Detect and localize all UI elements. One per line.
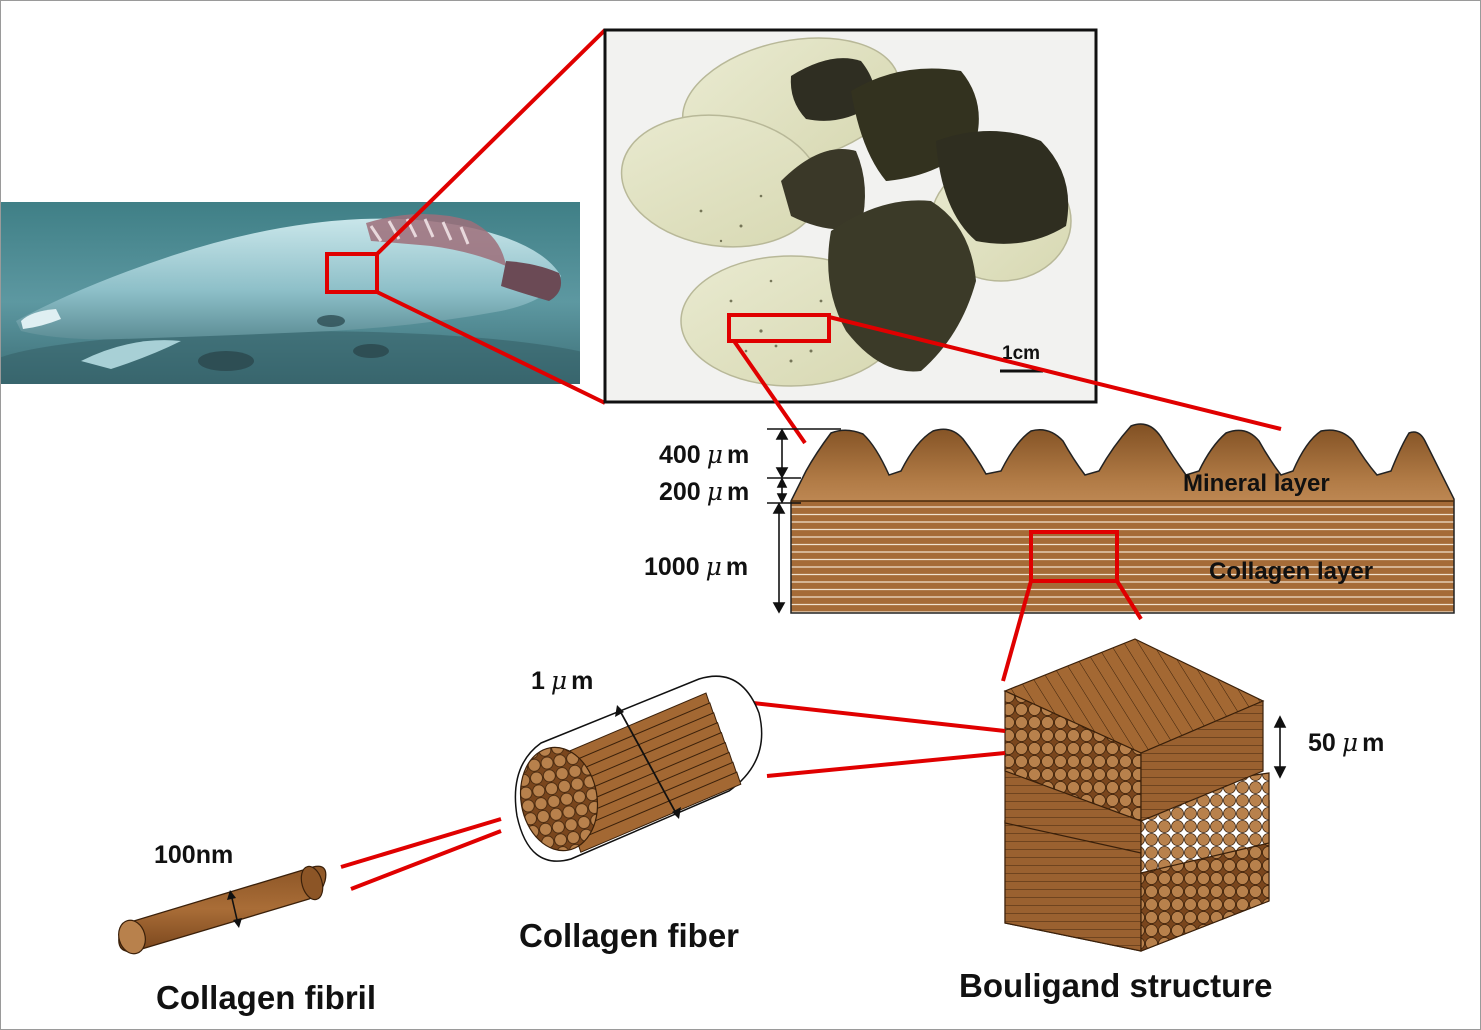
zoom-line-bouligand-top [752,701,1006,733]
zoom-line-fiber-bottom [350,829,502,891]
mineral-layer-label: Mineral layer [1183,470,1330,497]
zoom-line-bouligand-bottom [766,751,1006,778]
zoom-line-fish-top [375,28,607,256]
layer-dimension-arrows [767,428,841,614]
dim-50-arrow [1273,715,1287,779]
zoom-line-scale-left [732,339,807,445]
bouligand-label: Bouligand structure [959,967,1273,1004]
photo-scale-label: 1cm [1002,343,1040,364]
collagen-fibril-label: Collagen fibril [156,979,376,1016]
fish-photo [1,202,580,384]
layer-highlight-box [1029,530,1119,583]
zoom-line-layer-right [1115,579,1143,621]
scales-photo [605,30,1096,402]
svg-text:1μm: 1μm [531,666,593,695]
collagen-fiber-bundle [514,675,763,862]
zoom-line-fish-bottom [376,290,606,405]
fibril-diameter-label: 100nm [154,841,233,869]
fiber-fibril-strand [576,771,742,853]
collagen-fiber-label: Collagen fiber [519,917,739,954]
zoom-line-scale-right [828,315,1282,431]
collagen-fibril-rod [118,865,327,955]
collagen-layer-label: Collagen layer [1209,558,1373,585]
scale-highlight-box [727,313,831,343]
fish-highlight-box [325,252,379,294]
zoom-line-layer-left [1001,580,1033,682]
scales-photo-frame [603,28,1098,404]
scale-cross-section [790,423,1455,614]
zoom-line-fiber-top [340,817,502,869]
bouligand-block [1003,638,1270,952]
